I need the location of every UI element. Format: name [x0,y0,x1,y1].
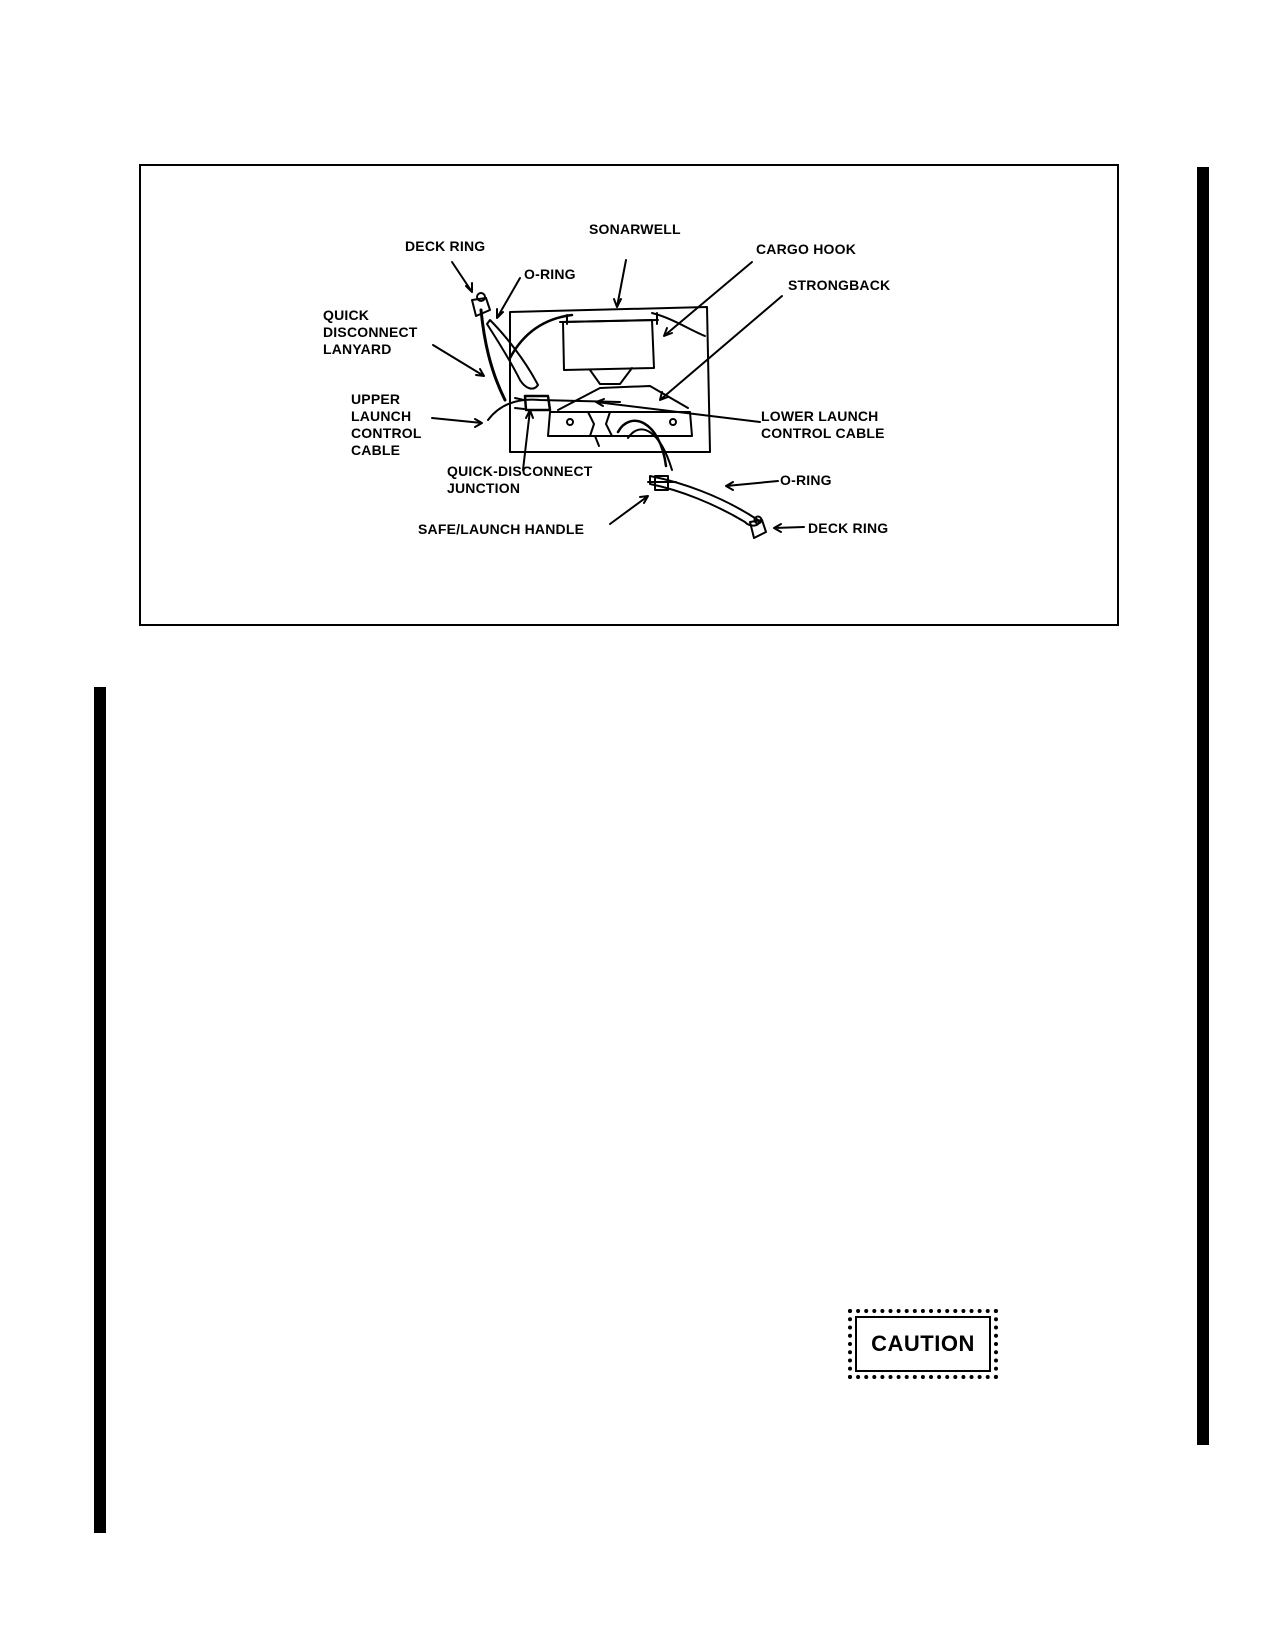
label-strongback: STRONGBACK [788,277,891,293]
label-upper-launch-control-cable: UPPER LAUNCH CONTROL CABLE [351,391,422,458]
label-safe-launch-handle: SAFE/LAUNCH HANDLE [418,521,585,537]
label-quick-disconnect-junction: QUICK-DISCONNECT JUNCTION [447,463,593,496]
figure-frame [139,164,1119,626]
sonarwell-illustration [431,259,805,539]
label-quick-disconnect-lanyard: QUICK DISCONNECT LANYARD [323,307,418,357]
caution-box: CAUTION [848,1309,998,1379]
label-lower-launch-control-cable: LOWER LAUNCH CONTROL CABLE [761,408,885,441]
change-bar-left [94,687,106,1533]
caution-label: CAUTION [871,1331,975,1356]
label-cargo-hook: CARGO HOOK [756,241,856,257]
label-deck-ring-top: DECK RING [405,238,486,254]
label-deck-ring-bottom: DECK RING [808,520,889,536]
label-o-ring-bottom: O-RING [780,472,832,488]
change-bar-right [1197,167,1209,1445]
label-o-ring-top: O-RING [524,266,576,282]
label-sonarwell: SONARWELL [589,221,681,237]
